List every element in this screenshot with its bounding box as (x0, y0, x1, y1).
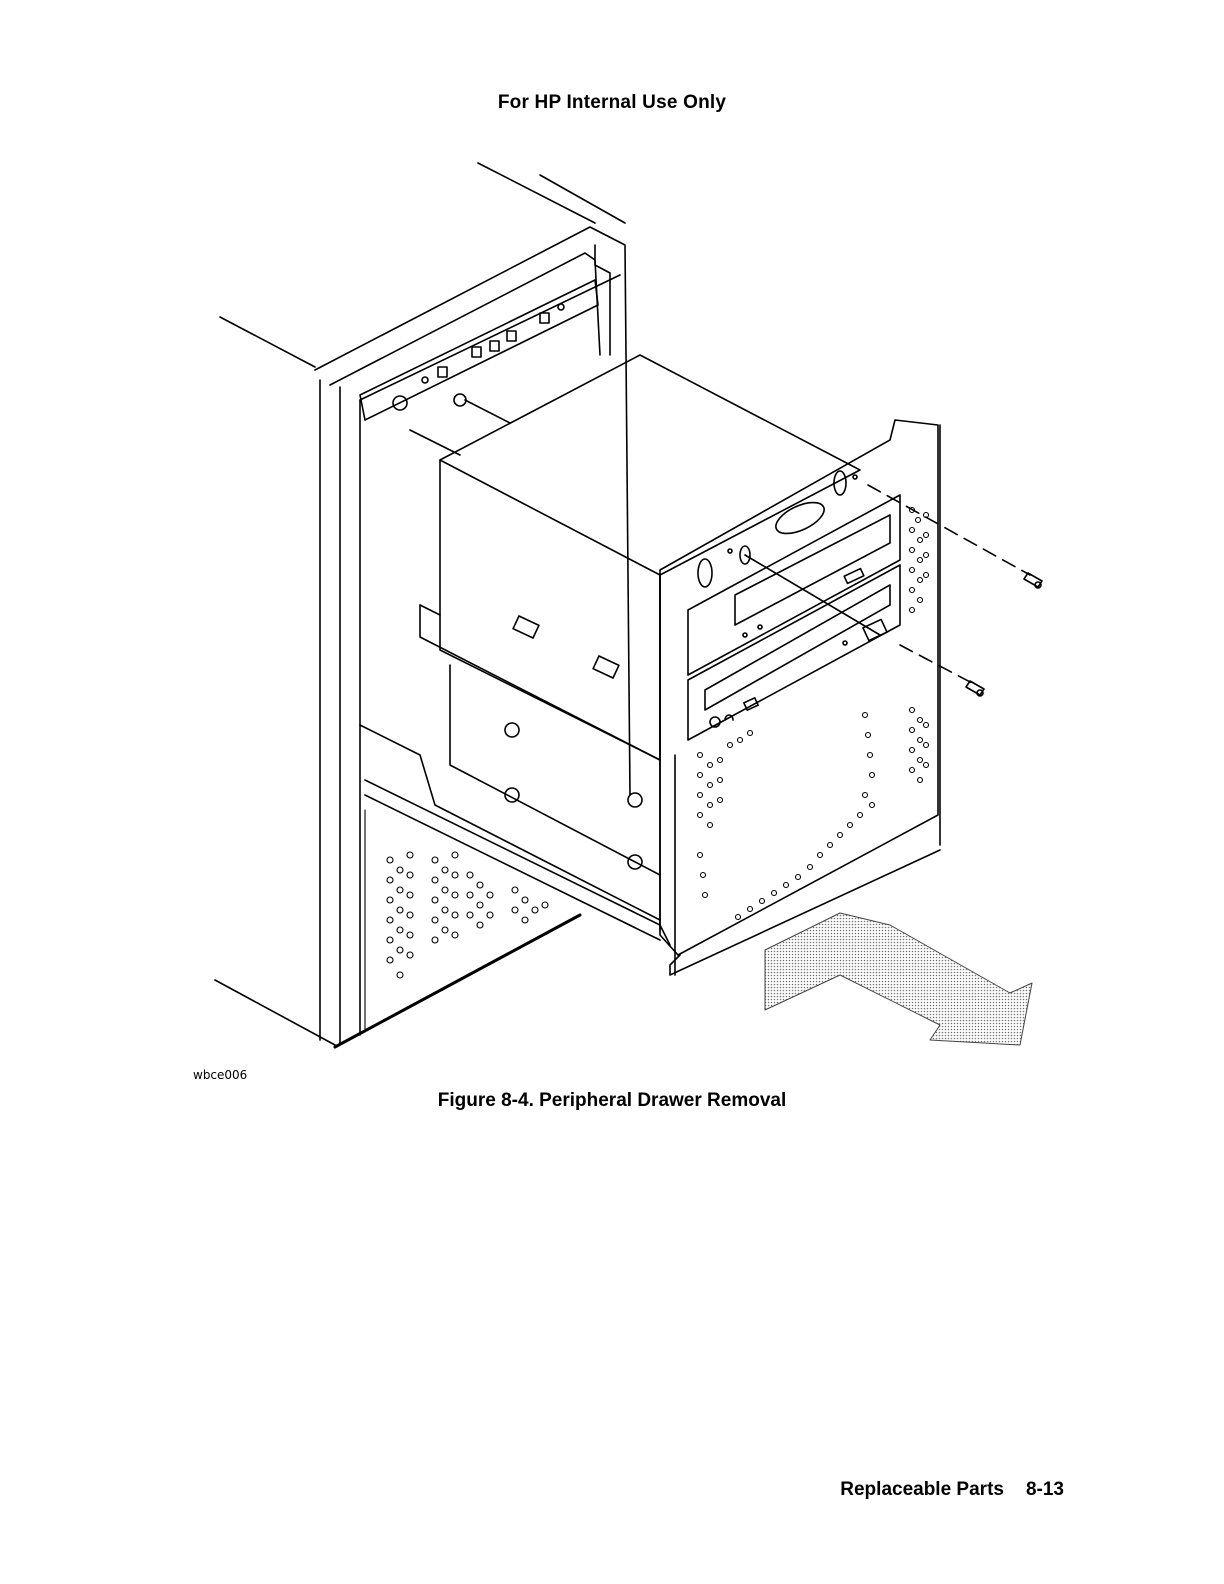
page-header: For HP Internal Use Only (0, 92, 1224, 114)
mounting-screws (745, 485, 1042, 696)
figure-caption: Figure 8-4. Peripheral Drawer Removal (0, 1090, 1224, 1112)
floppy-drive (688, 565, 900, 740)
removal-direction-arrow (765, 913, 1032, 1045)
tape-drive (688, 495, 900, 675)
cabinet-lower-vents (365, 810, 580, 1030)
figure-id-label: wbce006 (193, 1068, 247, 1082)
cabinet-outline (215, 163, 630, 1047)
peripheral-drawer-illustration (200, 155, 1050, 1055)
page-footer: Replaceable Parts 8-13 (840, 1479, 1064, 1501)
front-panel-bracket (360, 280, 598, 455)
footer-page-number: 8-13 (1026, 1479, 1064, 1501)
footer-section-title: Replaceable Parts (840, 1479, 1004, 1501)
